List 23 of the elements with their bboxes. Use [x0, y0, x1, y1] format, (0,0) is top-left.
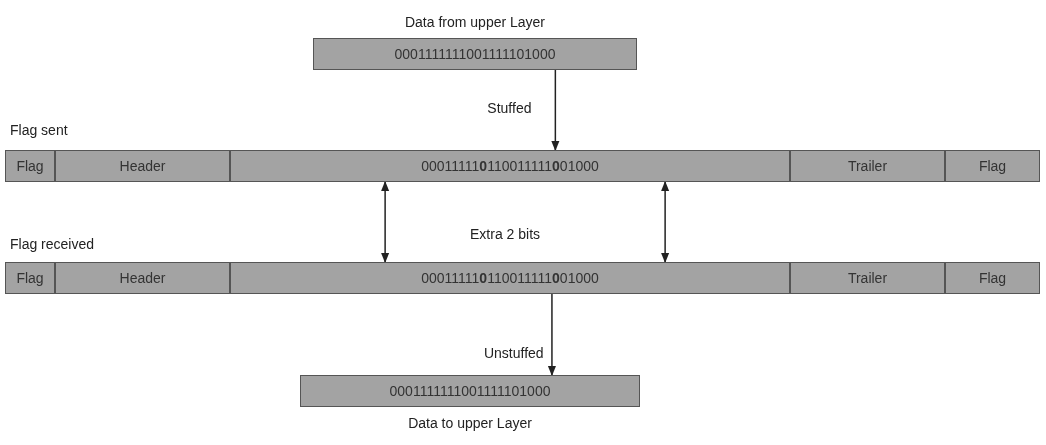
flag-field: Flag — [945, 262, 1040, 294]
frame-caption: Flag sent — [10, 122, 68, 138]
flag-field: Flag — [5, 262, 55, 294]
header-field: Header — [55, 150, 230, 182]
data-bar: 0001111111001111101000 — [300, 375, 640, 407]
flag-field: Flag — [5, 150, 55, 182]
header-field: Header — [55, 262, 230, 294]
trailer-field: Trailer — [790, 262, 945, 294]
data-bar: 0001111111001111101000 — [313, 38, 637, 70]
layer-caption: Data to upper Layer — [407, 415, 533, 431]
arrow — [660, 180, 670, 264]
trailer-field: Trailer — [790, 150, 945, 182]
payload-field: 000111110110011111001000 — [230, 262, 790, 294]
flag-field: Flag — [945, 150, 1040, 182]
arrow — [547, 293, 557, 377]
edge-label: Unstuffed — [483, 344, 544, 361]
frame-caption: Flag received — [10, 236, 95, 252]
layer-caption: Data from upper Layer — [403, 14, 547, 30]
arrow — [551, 69, 560, 152]
arrow — [380, 180, 390, 264]
edge-label: Stuffed — [487, 100, 532, 116]
payload-field: 000111110110011111001000 — [230, 150, 790, 182]
annotation-text: Extra 2 bits — [470, 226, 541, 242]
